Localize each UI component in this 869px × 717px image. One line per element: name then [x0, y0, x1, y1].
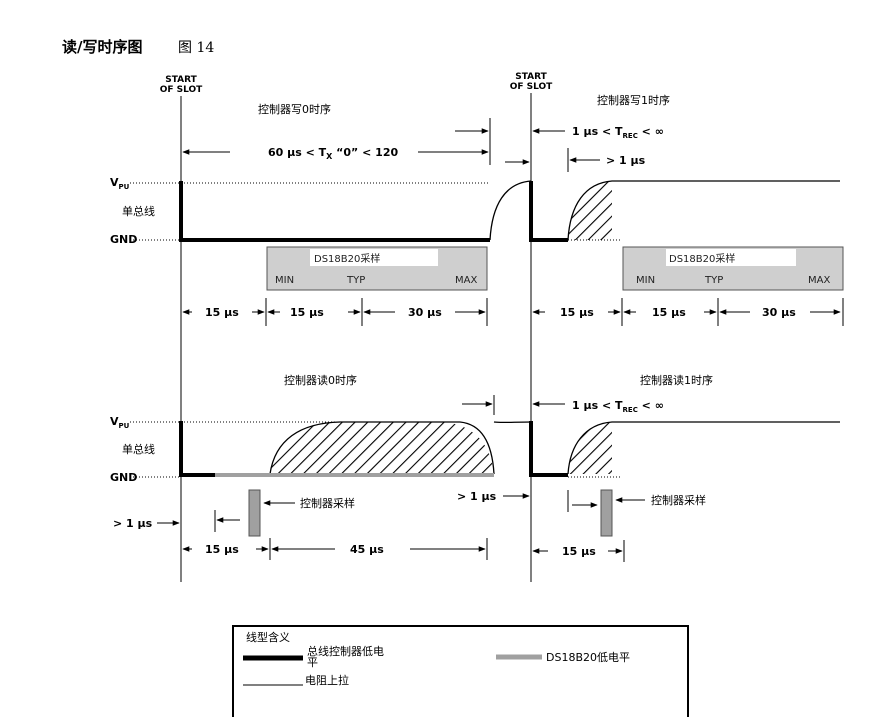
t30-write0: 30 μs [408, 306, 442, 319]
write1-title: 控制器写1时序 [597, 93, 670, 107]
min-label-write0: MIN [275, 275, 294, 286]
gnd-label-read: GND [110, 471, 137, 484]
read0-hatch-outline [269, 421, 460, 475]
slot-label-right-1: START [515, 72, 547, 82]
write0-waveform [179, 181, 490, 242]
t15b-write0: 15 μs [290, 306, 324, 319]
trec-write-label: 1 μs < TREC < ∞ [572, 125, 664, 140]
max-label-write1: MAX [808, 275, 830, 286]
ctrl-sample-label-read0: 控制器采样 [300, 496, 355, 510]
gnd-label-write: GND [110, 233, 137, 246]
read1-hatch [568, 422, 612, 474]
sample-box-write1 [622, 246, 844, 291]
legend-ds18b20-low: DS18B20低电平 [546, 651, 630, 664]
read1-title: 控制器读1时序 [640, 373, 713, 387]
sample-box-write1-title-bg [666, 249, 796, 266]
write1-waveform [529, 181, 568, 242]
write0-title: 控制器写0时序 [258, 102, 331, 116]
legend-heading: 线型含义 [246, 630, 290, 644]
page-title: 读/写时序图 [62, 38, 142, 56]
t15a-write0: 15 μs [205, 306, 239, 319]
read1-waveform [529, 421, 568, 477]
figure-label: 图 14 [178, 40, 214, 56]
slot-label-left-1: START [165, 75, 197, 85]
gt1-read-left-label: > 1 μs [113, 517, 153, 530]
read0-title: 控制器读0时序 [284, 373, 357, 387]
t15b-write1: 15 μs [652, 306, 686, 319]
t15a-write1: 15 μs [560, 306, 594, 319]
gt1-write-label: > 1 μs [606, 154, 646, 167]
legend-master-low-1: 总线控制器低电 [307, 644, 384, 658]
read1-pullup [567, 421, 840, 475]
t45-read0: 45 μs [350, 543, 384, 556]
typ-label-write0: TYP [346, 275, 365, 286]
typ-label-write1: TYP [704, 275, 723, 286]
gt1-read-mid-label: > 1 μs [457, 490, 497, 503]
t15-read0: 15 μs [205, 543, 239, 556]
legend-master-low-2: 平 [307, 656, 318, 669]
legend-pullup: 电阻上拉 [305, 673, 349, 687]
sample-title-write0: DS18B20采样 [314, 252, 380, 265]
slot-label-right-2: OF SLOT [510, 82, 553, 92]
sample-box-write0-title-bg [310, 249, 438, 266]
ctrl-sample-bar-read0 [248, 489, 261, 537]
write1-pullup [567, 180, 840, 241]
read0-hatch [270, 422, 494, 474]
legend-box [232, 625, 689, 717]
write0-recovery [489, 180, 532, 241]
slot-label-left-2: OF SLOT [160, 85, 203, 95]
write1-hatch [568, 181, 612, 240]
min-label-write1: MIN [636, 275, 655, 286]
t15-read1: 15 μs [562, 545, 596, 558]
ctrl-sample-bar-read1 [600, 489, 613, 537]
tx-label: 60 μs < TX “0” < 120 [268, 146, 398, 161]
t30-write1: 30 μs [762, 306, 796, 319]
read0-pullup [459, 421, 532, 475]
ctrl-sample-label-read1: 控制器采样 [651, 493, 706, 507]
bus-label-read: 单总线 [122, 442, 155, 456]
max-label-write0: MAX [455, 275, 477, 286]
read0-master-low [179, 421, 215, 477]
vpu-label-write: VPU [110, 176, 130, 191]
trec-read-label: 1 μs < TREC < ∞ [572, 399, 664, 414]
bus-label-write: 单总线 [122, 204, 155, 218]
sample-title-write1: DS18B20采样 [669, 252, 735, 265]
vpu-label-read: VPU [110, 415, 130, 430]
